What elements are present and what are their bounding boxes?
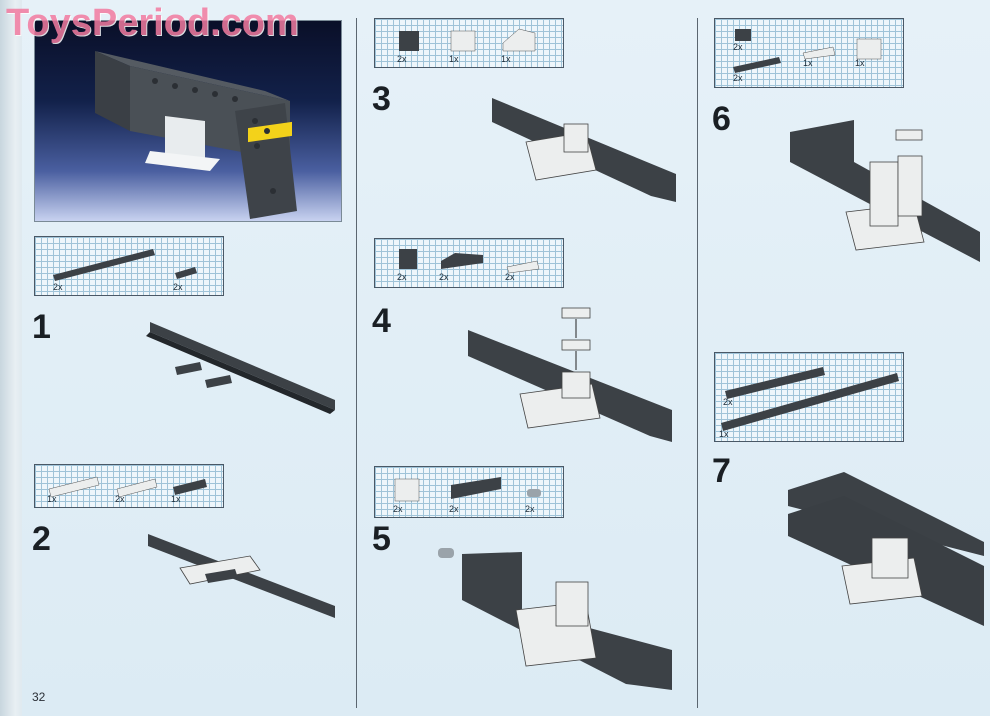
step-number-3: 3: [372, 80, 391, 118]
parts-box-step-5: 2x 2x 2x: [374, 466, 564, 518]
part-qty: 1x: [855, 58, 865, 68]
part-qty: 2x: [173, 282, 183, 292]
book-spine: [0, 0, 22, 716]
step-4-illustration: [468, 307, 672, 442]
part-qty: 2x: [439, 272, 449, 282]
part-qty: 2x: [505, 272, 515, 282]
parts-step-1-illustration: [53, 249, 197, 281]
parts-step-4-illustration: [399, 249, 540, 274]
model-photo-illustration: [95, 51, 297, 219]
parts-box-step-1: 2x 2x: [34, 236, 224, 296]
step-number-7: 7: [712, 452, 731, 490]
part-qty: 1x: [47, 494, 57, 504]
step-number-4: 4: [372, 302, 391, 340]
part-qty: 2x: [449, 504, 459, 514]
parts-step-6-illustration: [733, 29, 882, 73]
part-qty: 2x: [733, 73, 743, 83]
model-photo: [34, 20, 342, 222]
step-number-6: 6: [712, 100, 731, 138]
parts-box-step-3: 2x 1x 1x: [374, 18, 564, 68]
parts-step-7-illustration: [721, 367, 899, 431]
part-qty: 2x: [525, 504, 535, 514]
step-number-5: 5: [372, 520, 391, 558]
part-qty: 2x: [393, 504, 403, 514]
column-divider-1: [356, 18, 357, 708]
step-1-illustration: [146, 322, 335, 414]
parts-step-3-illustration: [399, 28, 536, 52]
part-qty: 2x: [397, 54, 407, 64]
part-qty: 2x: [53, 282, 63, 292]
step-7-illustration: [788, 472, 984, 626]
part-qty: 2x: [115, 494, 125, 504]
column-divider-2: [697, 18, 698, 708]
parts-box-step-4: 2x 2x 2x: [374, 238, 564, 288]
watermark-text: ToysPeriod.com: [6, 2, 299, 44]
parts-box-step-2: 1x 2x 1x: [34, 464, 224, 508]
part-qty: 2x: [733, 42, 743, 52]
step-number-1: 1: [32, 308, 51, 346]
page-number: 32: [32, 690, 46, 704]
part-qty: 2x: [723, 397, 733, 407]
parts-step-2-illustration: [48, 476, 207, 498]
part-qty: 1x: [171, 494, 181, 504]
parts-box-step-7: 2x 1x: [714, 352, 904, 442]
parts-step-5-illustration: [394, 477, 541, 502]
parts-box-step-6: 2x 2x 1x 1x: [714, 18, 904, 88]
step-3-illustration: [492, 98, 676, 202]
step-6-illustration: [790, 120, 980, 262]
part-qty: 1x: [719, 429, 729, 439]
part-qty: 2x: [397, 272, 407, 282]
part-qty: 1x: [501, 54, 511, 64]
step-2-illustration: [148, 534, 335, 618]
part-qty: 1x: [449, 54, 459, 64]
step-5-illustration: [438, 548, 672, 690]
step-number-2: 2: [32, 520, 51, 558]
part-qty: 1x: [803, 58, 813, 68]
